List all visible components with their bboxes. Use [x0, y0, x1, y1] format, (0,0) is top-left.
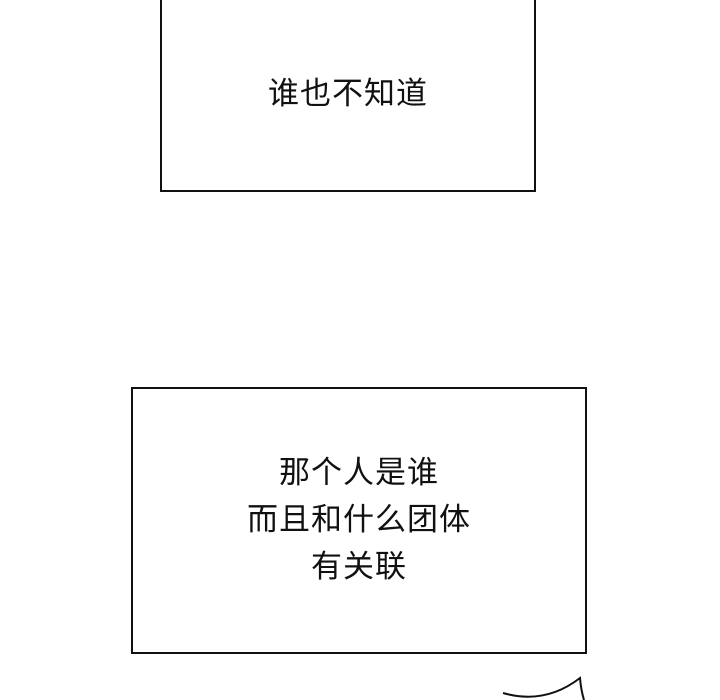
caption-box-2: 那个人是谁 而且和什么团体 有关联 — [131, 387, 587, 654]
caption-line: 而且和什么团体 — [247, 502, 471, 538]
caption-line: 有关联 — [311, 549, 407, 585]
caption-line: 谁也不知道 — [268, 75, 428, 112]
caption-line: 那个人是谁 — [279, 455, 439, 491]
caption-box-1: 谁也不知道 — [160, 0, 536, 192]
